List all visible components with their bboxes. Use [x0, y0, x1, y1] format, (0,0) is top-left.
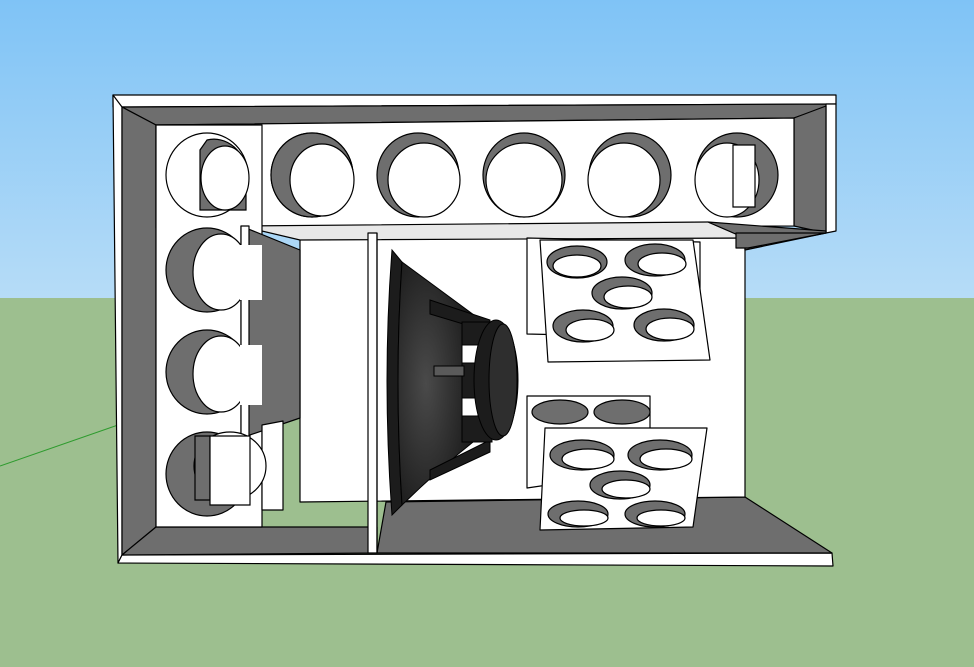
port-tube — [587, 132, 672, 218]
left-port-board — [155, 124, 263, 528]
port-tube — [165, 329, 262, 415]
bracing-panel-lower — [526, 395, 708, 531]
green-axis-line — [0, 424, 119, 467]
middle-divider[interactable] — [367, 232, 378, 554]
port-tube — [694, 132, 779, 218]
port-tube-column-left — [165, 227, 267, 517]
right-board-top — [825, 103, 837, 234]
speaker-terminal — [433, 365, 465, 377]
port-tube — [165, 431, 267, 517]
port-tube — [165, 227, 262, 313]
right-inner-shadow — [793, 105, 827, 234]
chamber-right-notch — [735, 232, 827, 249]
port-tube — [376, 132, 461, 218]
subwoofer-driver[interactable] — [386, 248, 519, 517]
bracing-panel-upper — [526, 237, 711, 363]
left-inner-shadow — [121, 106, 157, 556]
speaker-frame-arm-bottom — [429, 439, 491, 481]
port-tube-row-top — [165, 132, 779, 218]
port-tube — [270, 132, 355, 218]
speaker-dustcap-highlight — [488, 323, 518, 437]
port-tube — [482, 132, 566, 218]
port-tube — [165, 132, 250, 218]
bottom-inner-shadow — [121, 526, 378, 556]
